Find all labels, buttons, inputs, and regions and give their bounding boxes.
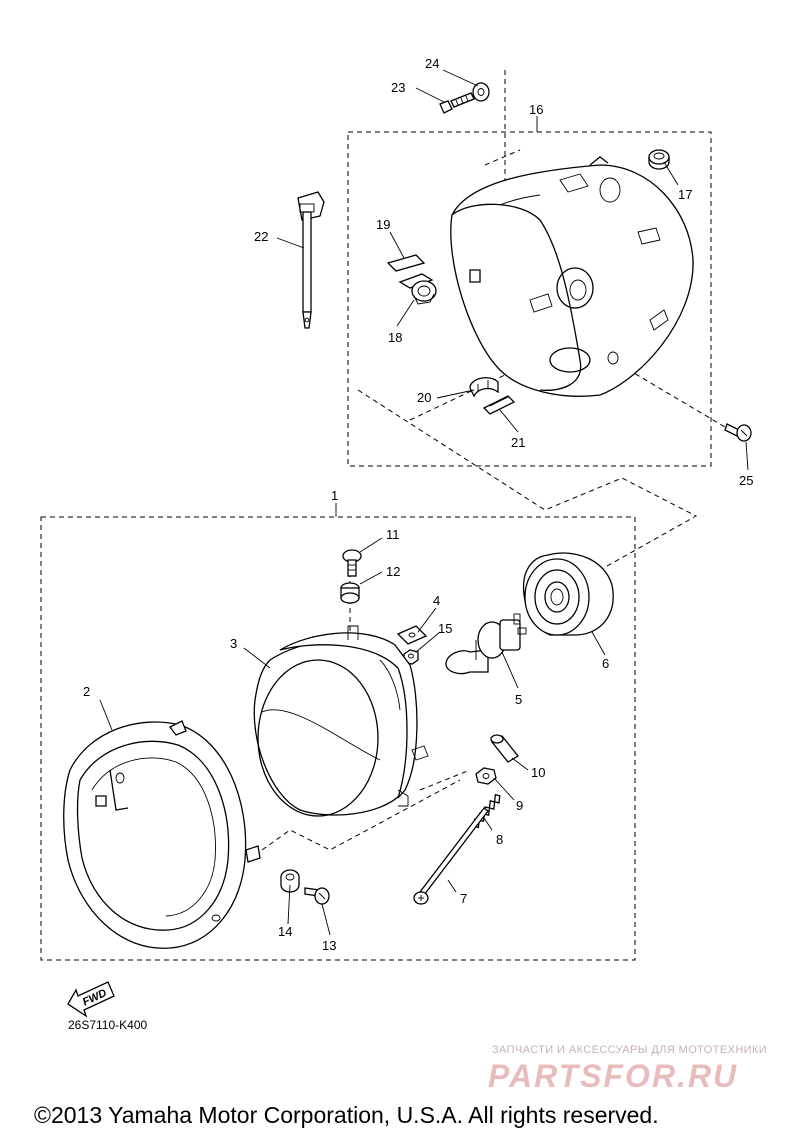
callout-3: 3 bbox=[230, 636, 237, 651]
callout-8: 8 bbox=[496, 832, 503, 847]
part-3-headlight-lens-unit[interactable] bbox=[253, 625, 429, 817]
callout-4: 4 bbox=[433, 593, 440, 608]
fwd-arrow: FWD bbox=[67, 981, 115, 1018]
part-18-cable-holder[interactable] bbox=[398, 273, 437, 305]
part-13-screw[interactable] bbox=[304, 887, 330, 905]
part-24-washer[interactable] bbox=[472, 82, 490, 102]
callout-21: 21 bbox=[511, 435, 525, 450]
callout-1: 1 bbox=[331, 488, 338, 503]
callout-leaders bbox=[99, 69, 749, 936]
part-6-socket-cover[interactable] bbox=[522, 552, 614, 636]
callout-7: 7 bbox=[460, 891, 467, 906]
callout-16: 16 bbox=[529, 102, 543, 117]
callout-6: 6 bbox=[602, 656, 609, 671]
part-9-nut[interactable] bbox=[475, 767, 497, 785]
part-5-bulb[interactable] bbox=[445, 613, 527, 675]
part-16-headlight-housing[interactable] bbox=[450, 156, 694, 397]
part-7-adjusting-screw[interactable] bbox=[413, 807, 489, 905]
part-17-grommet[interactable] bbox=[648, 149, 670, 170]
callout-10: 10 bbox=[531, 765, 545, 780]
callout-22: 22 bbox=[254, 229, 268, 244]
headlight-unit-group-box bbox=[40, 516, 636, 961]
part-22-cable-tie[interactable] bbox=[297, 191, 325, 329]
callout-18: 18 bbox=[388, 330, 402, 345]
diagram-code: 26S7110-K400 bbox=[68, 1018, 148, 1032]
part-21-plate[interactable] bbox=[482, 395, 516, 415]
watermark-logo: PARTSFOR.RU bbox=[488, 1058, 739, 1094]
callout-5: 5 bbox=[515, 692, 522, 707]
part-11-screw[interactable] bbox=[342, 549, 362, 577]
part-20-clip[interactable] bbox=[469, 377, 499, 398]
part-19-plate[interactable] bbox=[386, 254, 426, 272]
callout-12: 12 bbox=[386, 564, 400, 579]
callout-9: 9 bbox=[516, 798, 523, 813]
part-10-collar[interactable] bbox=[490, 734, 519, 763]
callout-numbers: 1 2 3 4 5 6 7 8 9 10 11 12 13 14 15 16 1… bbox=[83, 56, 753, 953]
housing-group-box bbox=[347, 131, 712, 467]
callout-24: 24 bbox=[425, 56, 439, 71]
callout-2: 2 bbox=[83, 684, 90, 699]
part-4-clip-nut[interactable] bbox=[396, 625, 428, 645]
watermark-subtitle: ЗАПЧАСТИ И АКСЕССУАРЫ ДЛЯ МОТОТЕХНИКИ bbox=[492, 1044, 768, 1056]
callout-13: 13 bbox=[322, 938, 336, 953]
part-12-grommet[interactable] bbox=[340, 582, 360, 604]
copyright-notice: ©2013 Yamaha Motor Corporation, U.S.A. A… bbox=[34, 1102, 659, 1128]
callout-23: 23 bbox=[391, 80, 405, 95]
part-25-screw[interactable] bbox=[724, 423, 752, 442]
callout-15: 15 bbox=[438, 621, 452, 636]
callout-19: 19 bbox=[376, 217, 390, 232]
callout-20: 20 bbox=[417, 390, 431, 405]
part-2-rim[interactable] bbox=[63, 720, 261, 949]
part-23-bolt[interactable] bbox=[439, 92, 475, 114]
callout-14: 14 bbox=[278, 924, 292, 939]
callout-25: 25 bbox=[739, 473, 753, 488]
callout-17: 17 bbox=[678, 187, 692, 202]
callout-11: 11 bbox=[386, 527, 400, 542]
